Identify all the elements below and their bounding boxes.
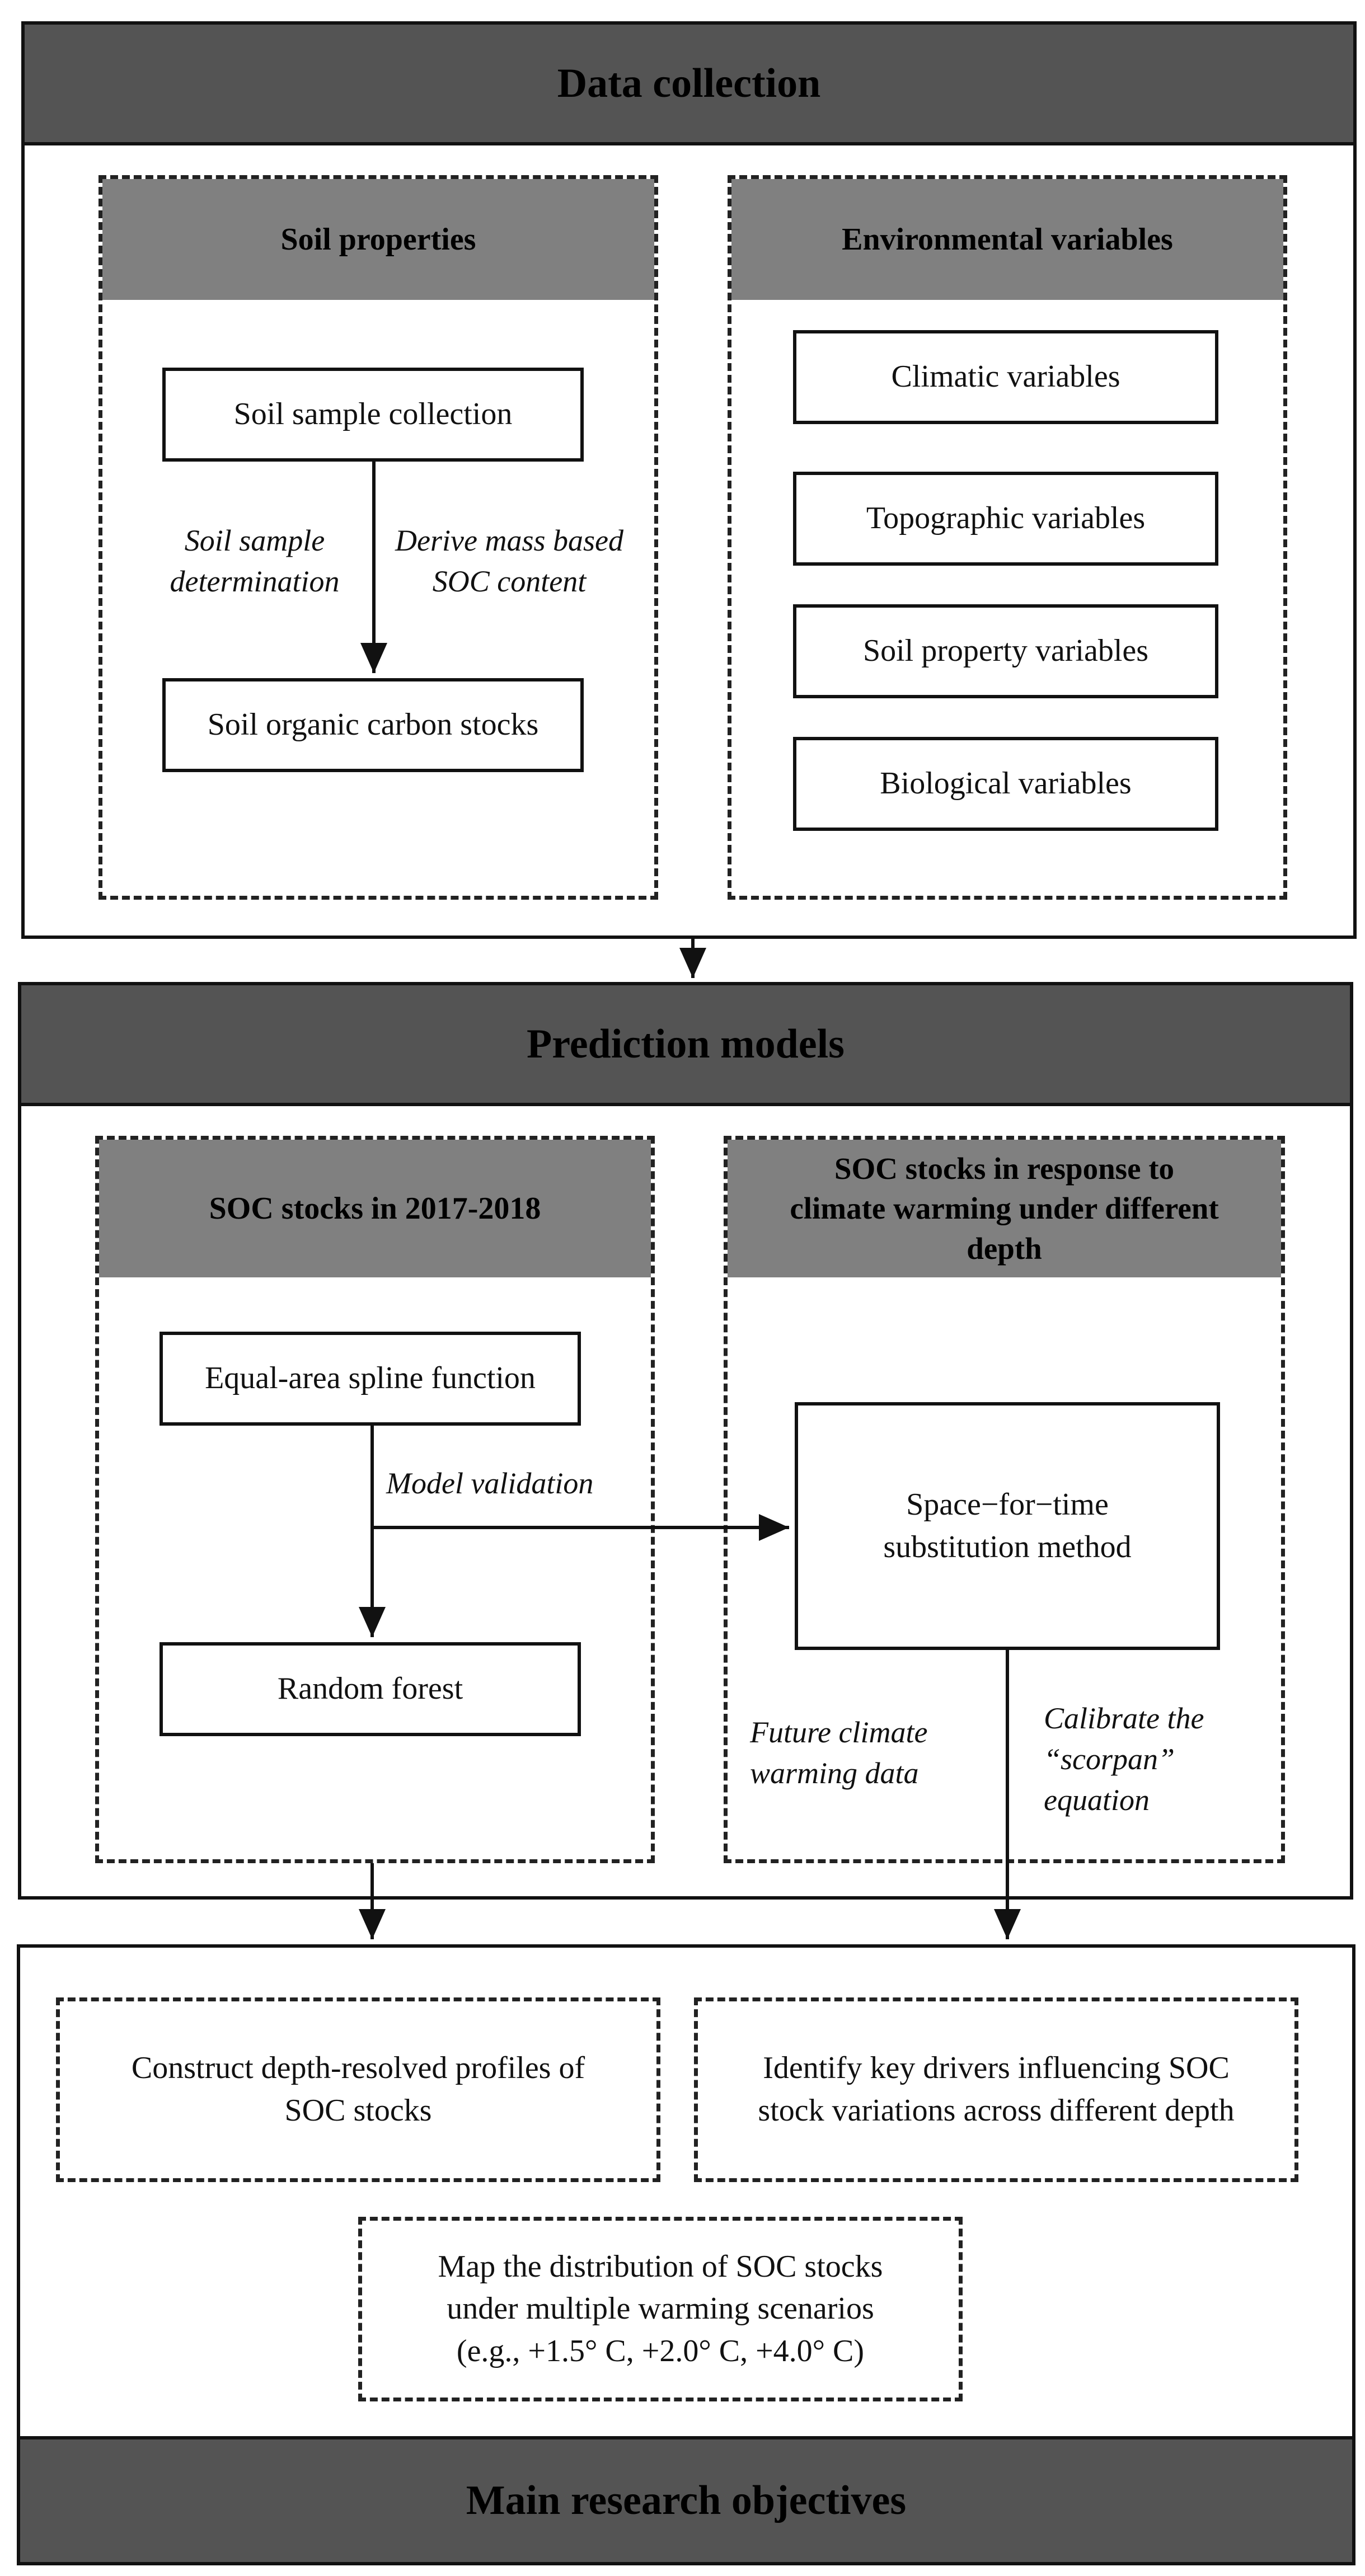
objectives-title: Main research objectives xyxy=(466,2478,907,2523)
calibrate-scorpan-label: Calibrate the “scorpan” equation xyxy=(1044,1701,1204,1817)
soil-sample-collection-box: Soil sample collection xyxy=(162,368,584,462)
environmental-variables-header: Environmental variables xyxy=(731,179,1283,300)
prediction-models-header: Prediction models xyxy=(21,985,1350,1103)
soil-properties-header: Soil properties xyxy=(102,179,654,300)
future-climate-label: Future climate warming data xyxy=(750,1715,928,1790)
soc-2017-2018-header: SOC stocks in 2017-2018 xyxy=(99,1140,651,1277)
prediction-models-title: Prediction models xyxy=(527,1021,845,1067)
topographic-variables-box: Topographic variables xyxy=(793,472,1218,566)
environmental-variables-title: Environmental variables xyxy=(842,222,1173,257)
soil-sample-determination-label: Soil sample determination xyxy=(170,524,340,598)
soil-properties-title: Soil properties xyxy=(280,222,476,257)
climatic-variables-box: Climatic variables xyxy=(793,330,1218,424)
soil-organic-carbon-stocks-box: Soil organic carbon stocks xyxy=(162,678,584,772)
derive-soc-content-label: Derive mass based SOC content xyxy=(395,524,623,598)
random-forest-box: Random forest xyxy=(160,1642,581,1736)
equal-area-spline-box: Equal-area spline function xyxy=(160,1332,581,1426)
warming-scenarios-objective: Map the distribution of SOC stocks under… xyxy=(358,2217,963,2401)
data-collection-header: Data collection xyxy=(25,25,1353,142)
soc-warming-header: SOC stocks in response to climate warmin… xyxy=(728,1140,1281,1277)
soil-property-variables-box: Soil property variables xyxy=(793,604,1218,698)
space-for-time-box: Space−for−time substitution method xyxy=(795,1402,1220,1650)
objectives-footer: Main research objectives xyxy=(20,2439,1352,2562)
soc-warming-title: SOC stocks in response to climate warmin… xyxy=(790,1151,1219,1266)
key-drivers-objective: Identify key drivers influencing SOC sto… xyxy=(694,1997,1298,2182)
biological-variables-box: Biological variables xyxy=(793,737,1218,831)
soc-2017-2018-title: SOC stocks in 2017-2018 xyxy=(209,1191,541,1226)
depth-profiles-objective: Construct depth-resolved profiles of SOC… xyxy=(56,1997,660,2182)
data-collection-title: Data collection xyxy=(557,60,821,106)
model-validation-label: Model validation xyxy=(386,1466,594,1500)
